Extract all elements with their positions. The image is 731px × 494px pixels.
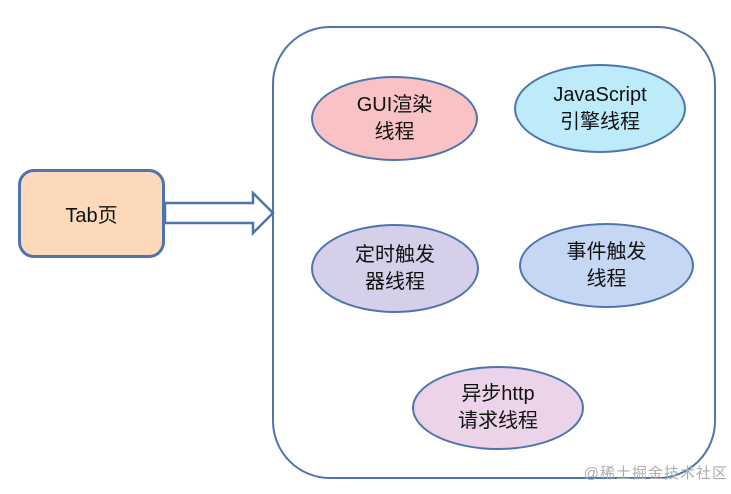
js-engine-thread-label-line1: JavaScript [553, 83, 647, 106]
ellipse-gui-render-thread: GUI渲染 线程 [311, 76, 478, 161]
event-trigger-thread-label-line1: 事件触发 [566, 240, 647, 263]
tab-page-box: Tab页 [18, 169, 165, 258]
right-block-arrow-icon [163, 190, 275, 237]
event-trigger-thread-label-line2: 线程 [586, 267, 627, 290]
async-http-thread-label-line1: 异步http [461, 383, 535, 405]
ellipse-js-engine-thread: JavaScript 引擎线程 [514, 64, 686, 153]
ellipse-event-trigger-thread: 事件触发 线程 [519, 223, 694, 308]
gui-render-thread-label-line1: GUI渲染 [356, 93, 433, 116]
browser-process-container [272, 26, 716, 479]
ellipse-timer-trigger-thread: 定时触发 器线程 [311, 224, 479, 313]
ellipse-async-http-thread: 异步http 请求线程 [412, 366, 584, 450]
async-http-thread-label-line2: 请求线程 [458, 410, 538, 432]
timer-trigger-thread-label-line2: 器线程 [365, 270, 425, 293]
gui-render-thread-label-line2: 线程 [374, 120, 415, 143]
tab-page-label: Tab页 [65, 205, 118, 227]
watermark: @稀土掘金技术社区 [583, 465, 728, 482]
timer-trigger-thread-label-line1: 定时触发 [355, 243, 435, 266]
js-engine-thread-label-line2: 引擎线程 [560, 110, 640, 133]
